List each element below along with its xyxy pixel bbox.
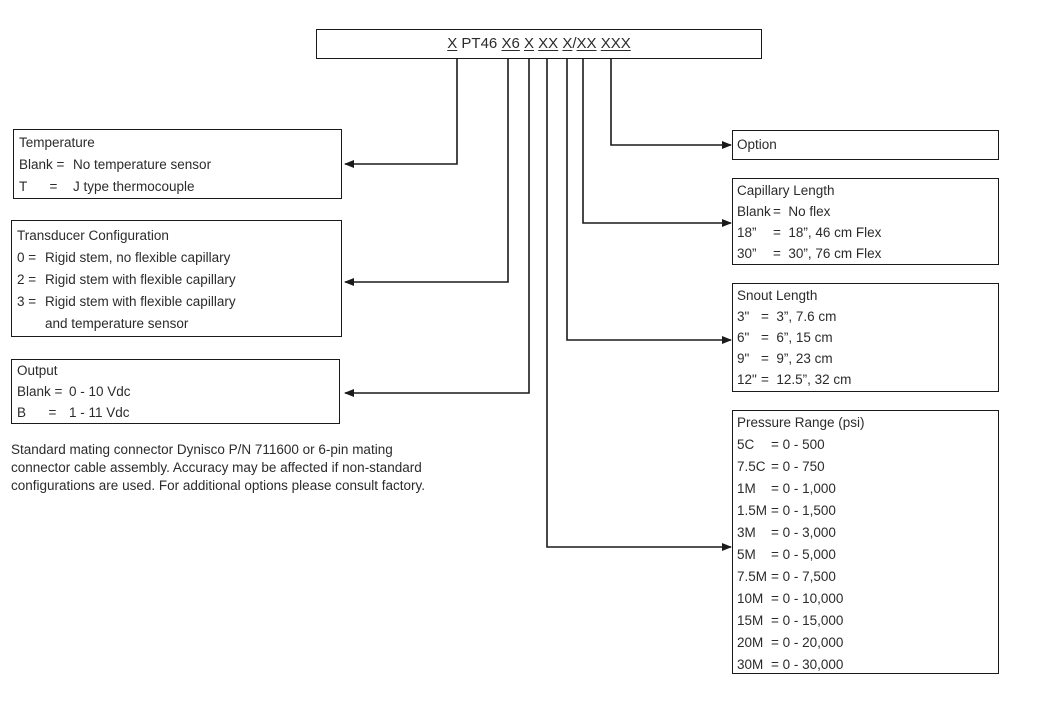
pressure-code: 1M	[737, 481, 756, 496]
transducer-desc-3-cont: and temperature sensor	[45, 316, 189, 331]
pressure-desc: = 0 - 7,500	[771, 569, 836, 584]
capillary-code-18: 18”	[737, 225, 757, 240]
model-code-box: X PT46 X6 X XX X/XX XXX	[316, 29, 762, 59]
transducer-desc-0: Rigid stem, no flexible capillary	[45, 250, 231, 265]
snout-title: Snout Length	[737, 288, 818, 303]
pressure-desc: = 0 - 1,000	[771, 481, 836, 496]
capillary-desc-30: = 30”, 76 cm Flex	[773, 246, 882, 261]
pressure-code: 3M	[737, 525, 756, 540]
pressure-desc: = 0 - 3,000	[771, 525, 836, 540]
snout-code-6: 6"	[737, 330, 750, 345]
pressure-desc: = 0 - 500	[771, 437, 825, 452]
model-code-part: X	[562, 35, 573, 52]
option-connector	[610, 58, 732, 149]
temperature-box: Temperature Blank = No temperature senso…	[13, 129, 342, 199]
snout-desc-3: = 3”, 7.6 cm	[761, 309, 837, 324]
output-connector	[344, 58, 530, 397]
pressure-code: 7.5M	[737, 569, 768, 584]
transducer-config-box: Transducer Configuration 0 = Rigid stem,…	[11, 220, 342, 337]
model-code-part: /	[572, 35, 577, 52]
model-code-part: XXX	[600, 35, 631, 52]
snout-desc-6: = 6”, 15 cm	[761, 330, 833, 345]
temperature-code-t: T =	[19, 179, 58, 194]
capillary-title: Capillary Length	[737, 183, 835, 198]
snout-desc-9: = 9”, 23 cm	[761, 351, 833, 366]
pressure-code: 7.5C	[737, 459, 766, 474]
temperature-desc-blank: No temperature sensor	[73, 157, 212, 172]
model-code-part: PT46	[461, 35, 498, 52]
model-code-part: XX	[576, 35, 597, 52]
option-box: Option	[732, 130, 999, 160]
output-box: Output Blank = 0 - 10 Vdc B = 1 - 11 Vdc	[11, 359, 340, 424]
pressure-desc: = 0 - 1,500	[771, 503, 836, 518]
pressure-connector	[546, 58, 732, 551]
pressure-desc: = 0 - 30,000	[771, 657, 844, 672]
output-title: Output	[17, 363, 58, 378]
snout-code-3: 3"	[737, 309, 750, 324]
pressure-code: 1.5M	[737, 503, 768, 518]
connector-note: Standard mating connector Dynisco P/N 71…	[11, 442, 425, 493]
pressure-desc: = 0 - 15,000	[771, 613, 844, 628]
pressure-desc: = 0 - 20,000	[771, 635, 844, 650]
capillary-desc-blank: = No flex	[773, 204, 831, 219]
transducer-code-3: 3 =	[17, 294, 37, 309]
pressure-range-box: Pressure Range (psi) 5C = 0 - 500 7.5C = 0 …	[732, 410, 999, 674]
pressure-title: Pressure Range (psi)	[737, 415, 865, 430]
snout-connector	[566, 58, 732, 344]
pressure-code: 5M	[737, 547, 756, 562]
snout-code-12: 12"	[737, 372, 757, 387]
output-desc-b: 1 - 11 Vdc	[69, 405, 130, 420]
option-title: Option	[737, 137, 777, 152]
temperature-code-blank: Blank =	[19, 157, 65, 172]
pressure-desc: = 0 - 10,000	[771, 591, 844, 606]
output-desc-blank: 0 - 10 Vdc	[69, 384, 131, 399]
pressure-code: 15M	[737, 613, 764, 628]
model-code-part: XX	[538, 35, 559, 52]
capillary-connector	[582, 58, 732, 227]
transducer-code-2: 2 =	[17, 272, 37, 287]
temperature-connector	[344, 58, 458, 168]
pressure-desc: = 0 - 5,000	[771, 547, 836, 562]
transducer-code-0: 0 =	[17, 250, 37, 265]
pressure-desc: = 0 - 750	[771, 459, 825, 474]
transducer-title: Transducer Configuration	[17, 228, 169, 243]
model-code-part: X6	[501, 35, 520, 52]
capillary-code-blank: Blank	[737, 204, 771, 219]
transducer-connector	[344, 58, 509, 286]
pressure-code: 20M	[737, 635, 764, 650]
pressure-code: 5C	[737, 437, 755, 452]
model-code-part: X	[447, 35, 458, 52]
output-code-b: B =	[17, 405, 57, 420]
model-code-part: X	[523, 35, 534, 52]
capillary-desc-18: = 18”, 46 cm Flex	[773, 225, 882, 240]
output-code-blank: Blank =	[17, 384, 63, 399]
capillary-length-box: Capillary Length Blank = No flex 18” = 1…	[732, 178, 999, 265]
snout-code-9: 9"	[737, 351, 750, 366]
pressure-code: 30M	[737, 657, 764, 672]
snout-desc-12: = 12.5”, 32 cm	[761, 372, 852, 387]
pressure-code: 10M	[737, 591, 764, 606]
transducer-desc-2: Rigid stem with flexible capillary	[45, 272, 236, 287]
transducer-desc-3: Rigid stem with flexible capillary	[45, 294, 236, 309]
snout-length-box: Snout Length 3" = 3”, 7.6 cm 6" = 6”, 15…	[732, 283, 999, 392]
model-code: X PT46 X6 X XX X/XX XXX	[447, 30, 631, 58]
capillary-code-30: 30”	[737, 246, 757, 261]
temperature-desc-t: J type thermocouple	[73, 179, 195, 194]
temperature-title: Temperature	[19, 135, 95, 150]
